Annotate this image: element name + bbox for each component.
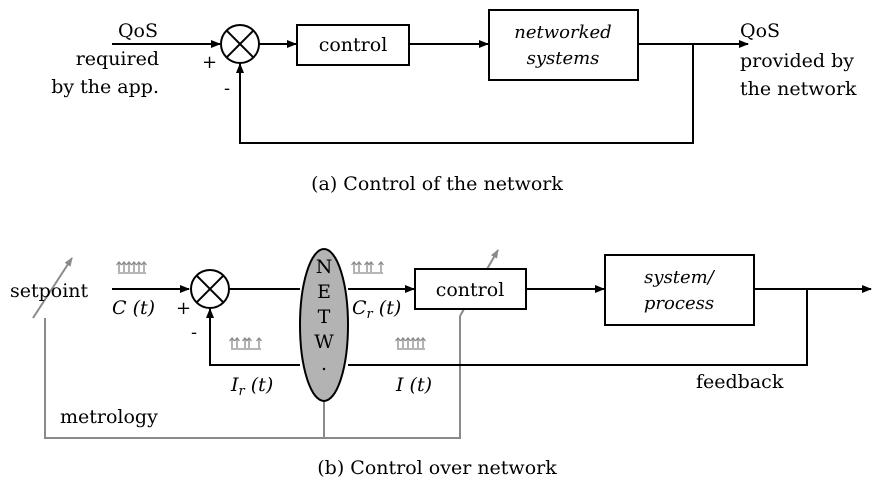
a-control-box bbox=[296, 24, 410, 66]
b-feedback-label: feedback bbox=[696, 371, 784, 393]
a-output-label-2: provided by bbox=[740, 50, 854, 72]
b-feedback-to-sum bbox=[206, 308, 300, 366]
diagram-a: QoS required by the app. + - control net… bbox=[51, 9, 857, 195]
a-plus-sign: + bbox=[202, 52, 217, 73]
b-c-packets-icon bbox=[115, 261, 148, 274]
a-input-label-3: by the app. bbox=[51, 76, 159, 98]
diagram-b: setpoint C (t) + - Cr (t) control system… bbox=[10, 248, 872, 479]
a-input-label-2: required bbox=[76, 48, 159, 70]
b-system-box bbox=[604, 254, 755, 326]
b-network-letter-n: N bbox=[316, 256, 333, 278]
a-control-label: control bbox=[319, 34, 388, 56]
b-network-node bbox=[299, 248, 349, 402]
b-cr-packets-icon bbox=[350, 261, 385, 274]
b-cr-label: Cr (t) bbox=[352, 297, 401, 322]
b-minus-sign: - bbox=[191, 322, 197, 343]
b-summing-junction bbox=[190, 269, 230, 309]
b-system-label-1: system/ bbox=[644, 267, 716, 288]
b-i-label: I (t) bbox=[395, 374, 432, 396]
a-input-label-1: QoS bbox=[118, 20, 158, 42]
b-control-box bbox=[414, 268, 527, 310]
b-network-letter-w: W bbox=[314, 331, 334, 353]
b-metrology-path bbox=[44, 316, 461, 439]
b-system-label-2: process bbox=[644, 293, 714, 314]
a-system-label-1: networked bbox=[514, 22, 611, 43]
b-network-letter-e: E bbox=[317, 281, 331, 303]
b-c-label: C (t) bbox=[112, 297, 155, 319]
b-caption: (b) Control over network bbox=[317, 457, 557, 479]
a-output-label-1: QoS bbox=[740, 20, 780, 42]
a-minus-sign: - bbox=[224, 78, 230, 99]
b-plus-sign: + bbox=[176, 298, 191, 319]
a-output-label-3: the network bbox=[740, 78, 857, 100]
b-i-packets-icon bbox=[394, 337, 427, 350]
b-metrology-label: metrology bbox=[60, 406, 158, 428]
a-system-box bbox=[488, 9, 639, 81]
b-network-letter-dot: . bbox=[321, 353, 327, 375]
b-setpoint-switch bbox=[32, 257, 73, 319]
b-network-letter-t: T bbox=[318, 306, 331, 328]
a-caption: (a) Control of the network bbox=[311, 173, 563, 195]
b-ir-label: Ir (t) bbox=[230, 374, 273, 399]
a-system-label-2: systems bbox=[527, 48, 600, 69]
b-control-label: control bbox=[436, 279, 505, 301]
a-summing-junction bbox=[220, 24, 260, 64]
a-feedback-path bbox=[236, 44, 694, 144]
b-setpoint-label: setpoint bbox=[10, 280, 89, 302]
b-ir-packets-icon bbox=[228, 337, 263, 350]
b-feedback-path bbox=[348, 289, 808, 366]
